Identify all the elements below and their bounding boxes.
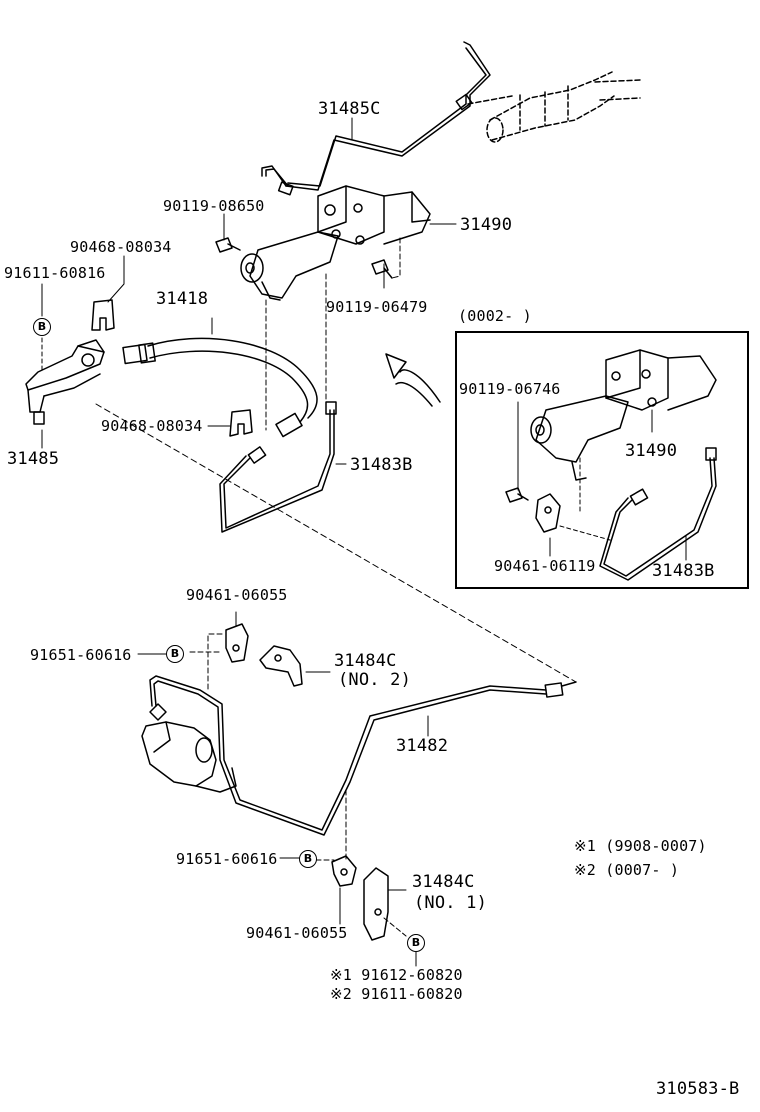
inset-valve-31490 — [530, 349, 717, 481]
label-31490: 31490 — [460, 215, 513, 235]
circle-b-marker-91651-60616-bottom: B — [299, 850, 317, 868]
label-91611-60816: 91611-60816 — [4, 264, 106, 282]
clip-90468-08034-top — [91, 299, 115, 331]
label-91611-60820: ※2 91611-60820 — [330, 985, 463, 1003]
clip-31484c-no2 — [259, 645, 303, 687]
label-inset-31483b: 31483B — [652, 561, 715, 581]
inset-leaders — [559, 457, 611, 541]
label-90468-08034-top: 90468-08034 — [70, 238, 172, 256]
bracket-90461-06055-bottom — [331, 855, 357, 887]
master-cylinder-top — [467, 71, 641, 143]
clip-90468-08034-mid — [229, 409, 253, 437]
note-1: ※1 (9908-0007) — [574, 837, 707, 855]
clip-31484c-no1 — [363, 867, 389, 941]
label-inset-90119-06746: 90119-06746 — [459, 380, 561, 398]
label-31483b: 31483B — [350, 455, 413, 475]
label-31418: 31418 — [156, 289, 209, 309]
label-31484c-top: 31484C — [334, 651, 397, 671]
label-31485c: 31485C — [318, 99, 381, 119]
lower-bottom-leaders — [315, 859, 407, 937]
label-leaders — [41, 117, 687, 967]
proportioning-valve-31490 — [240, 185, 431, 301]
valve-leaders — [265, 237, 401, 431]
label-90468-08034-mid: 90468-08034 — [101, 417, 203, 435]
figure-id: 310583-B — [656, 1079, 740, 1099]
label-91651-60616-top: 91651-60616 — [30, 646, 132, 664]
lower-top-leaders — [189, 633, 223, 691]
note-2: ※2 (0007- ) — [574, 861, 680, 879]
bracket-90461-06055-top — [225, 623, 249, 663]
bracket-31485 — [25, 339, 105, 425]
brake-line-31485c — [261, 41, 491, 196]
label-31485: 31485 — [7, 449, 60, 469]
label-31484c-bottom-no1: (NO. 1) — [414, 893, 488, 913]
circle-b-marker-91611-60820: B — [407, 934, 425, 952]
bolt-90119-06479 — [371, 259, 393, 279]
label-90461-06055-bottom: 90461-06055 — [246, 924, 348, 942]
brake-line-31483b — [219, 401, 337, 533]
circle-b-marker-91651-60616-top: B — [166, 645, 184, 663]
inset-panel — [455, 331, 749, 589]
bolt-90119-08650 — [215, 237, 241, 253]
inset-date-range: (0002- ) — [458, 307, 532, 325]
brake-hose-31418 — [122, 337, 318, 438]
brake-line-31482 — [149, 675, 577, 836]
label-31482: 31482 — [396, 736, 449, 756]
label-90119-06479: 90119-06479 — [326, 298, 428, 316]
label-inset-90461-06119: 90461-06119 — [494, 557, 596, 575]
label-31484c-bottom: 31484C — [412, 872, 475, 892]
circle-b-marker-91611-60816: B — [33, 318, 51, 336]
inset-bracket-90461-06119 — [535, 493, 561, 533]
label-inset-31490: 31490 — [625, 441, 678, 461]
label-90119-08650: 90119-08650 — [163, 197, 265, 215]
label-91612-60820: ※1 91612-60820 — [330, 966, 463, 984]
label-31484c-top-no2: (NO. 2) — [338, 670, 412, 690]
label-91651-60616-bottom: 91651-60616 — [176, 850, 278, 868]
bracket-to-line-leader — [95, 403, 577, 683]
inset-line-31483b — [599, 447, 717, 581]
inset-bolt-90119-06746 — [505, 487, 529, 503]
inset-arrow — [385, 353, 441, 407]
master-cylinder-lower — [141, 703, 237, 793]
label-90461-06055-top: 90461-06055 — [186, 586, 288, 604]
